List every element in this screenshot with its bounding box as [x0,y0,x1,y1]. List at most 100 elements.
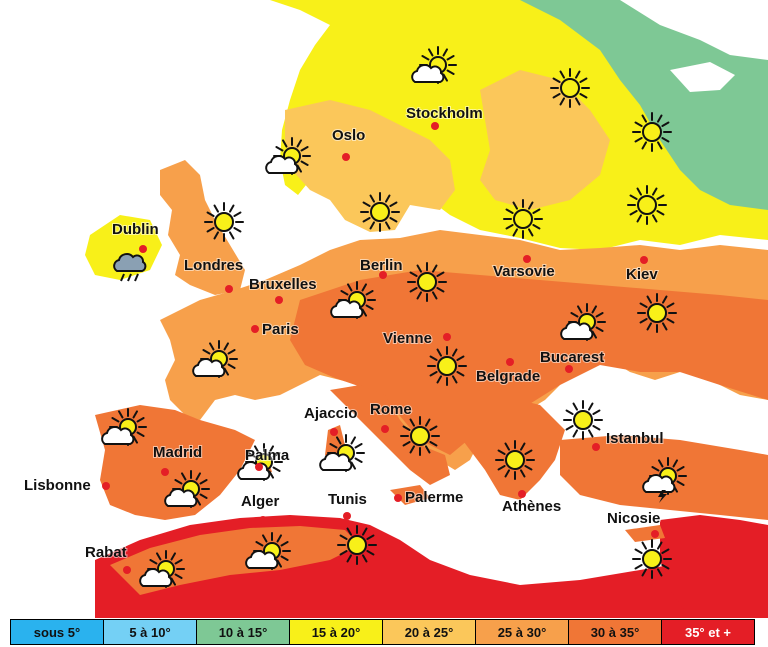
city-label-palerme[interactable]: Palerme [404,488,464,507]
land-great-britain [160,160,245,295]
sun-disc-icon [637,195,657,215]
city-dot-londres[interactable] [225,285,233,293]
sun-icon [360,192,400,232]
city-label-madrid[interactable]: Madrid [152,443,203,462]
legend-cell-2: 10 à 15° [196,620,289,644]
city-dot-oslo[interactable] [342,153,350,161]
city-label-bucarest[interactable]: Bucarest [539,348,605,367]
sun-icon [427,346,467,386]
sun-icon [503,199,543,239]
city-label-ajaccio[interactable]: Ajaccio [303,404,358,423]
legend-cell-1: 5 à 10° [103,620,196,644]
city-label-alger[interactable]: Alger [240,492,281,511]
sun-icon [204,202,244,242]
city-label-rabat[interactable]: Rabat [84,543,128,562]
city-dot-rabat[interactable] [123,566,131,574]
sun-icon [632,539,672,579]
legend-cell-5: 25 à 30° [475,620,568,644]
city-dot-madrid[interactable] [161,468,169,476]
city-label-paris[interactable]: Paris [261,320,300,339]
city-label-varsovie[interactable]: Varsovie [492,262,556,281]
sun-cloud-icon [560,303,606,341]
cloud-icon [411,64,445,83]
city-label-palma[interactable]: Palma [244,446,291,465]
city-label-kiev[interactable]: Kiev [625,265,659,284]
lightning-icon [658,490,667,503]
city-dot-varsovie[interactable] [523,255,531,263]
sun-disc-icon [505,450,525,470]
sun-cloud-icon [192,340,238,378]
sun-disc-icon [214,212,234,232]
city-dot-nicosie[interactable] [651,530,659,538]
city-label-belgrade[interactable]: Belgrade [475,367,541,386]
sun-rays-icon [550,68,590,108]
city-dot-alger[interactable] [259,516,267,524]
sun-rays-icon [637,293,677,333]
land-levant [660,515,768,618]
legend-cell-6: 30 à 35° [568,620,661,644]
city-label-istanbul[interactable]: Istanbul [605,429,665,448]
city-label-nicosie[interactable]: Nicosie [606,509,661,528]
city-dot-stockholm[interactable] [431,122,439,130]
city-label-lisbonne[interactable]: Lisbonne [23,476,92,495]
city-dot-athenes[interactable] [518,490,526,498]
city-dot-bucarest[interactable] [565,365,573,373]
sun-icon [337,525,377,565]
city-label-oslo[interactable]: Oslo [331,126,366,145]
sun-icon [563,400,603,440]
sun-cloud-icon [411,46,457,84]
sun-disc-icon [437,356,457,376]
sun-cloud-icon [330,281,376,319]
city-dot-vienne[interactable] [443,333,451,341]
city-dot-belgrade[interactable] [506,358,514,366]
city-dot-kiev[interactable] [640,256,648,264]
sun-icon [637,293,677,333]
city-label-tunis[interactable]: Tunis [327,490,368,509]
city-dot-tunis[interactable] [343,512,351,520]
cloud-icon [560,321,594,340]
city-dot-bruxelles[interactable] [275,296,283,304]
sun-cloud-icon [319,434,365,472]
sun-disc-icon [347,535,367,555]
cloud-icon [192,358,226,377]
sun-cloud-icon [101,408,147,446]
cloud-icon [101,426,135,445]
sun-icon [627,185,667,225]
land-maghreb-orange [110,526,360,595]
city-label-bruxelles[interactable]: Bruxelles [248,275,318,294]
land-cyprus [625,525,665,542]
sun-rays-icon [337,525,377,565]
city-dot-ajaccio[interactable] [330,428,338,436]
city-label-rome[interactable]: Rome [369,400,413,419]
city-dot-rome[interactable] [381,425,389,433]
city-label-athenes[interactable]: Athènes [501,497,562,516]
sun-rays-icon [360,192,400,232]
sun-icon [407,262,447,302]
city-label-vienne[interactable]: Vienne [382,329,433,348]
city-dot-palerme[interactable] [394,494,402,502]
sun-cloud-icon [139,550,185,588]
city-dot-paris[interactable] [251,325,259,333]
city-label-stockholm[interactable]: Stockholm [405,104,484,123]
cloud-icon [265,155,299,174]
city-label-berlin[interactable]: Berlin [359,256,404,275]
sun-rays-icon [632,539,672,579]
sun-icon [495,440,535,480]
land-finland [480,70,610,210]
city-dot-dublin[interactable] [139,245,147,253]
city-dot-istanbul[interactable] [592,443,600,451]
sun-icon [632,112,672,152]
arctic-water [620,0,768,60]
city-dot-palma[interactable] [255,463,263,471]
city-dot-lisbonne[interactable] [102,482,110,490]
city-label-londres[interactable]: Londres [183,256,244,275]
city-dot-berlin[interactable] [379,271,387,279]
sun-disc-icon [417,272,437,292]
sun-cloud-icon [245,532,291,570]
city-label-dublin[interactable]: Dublin [111,220,160,239]
cloud-icon [330,299,364,318]
cloud-icon [164,488,198,507]
cloud-icon [642,474,676,493]
